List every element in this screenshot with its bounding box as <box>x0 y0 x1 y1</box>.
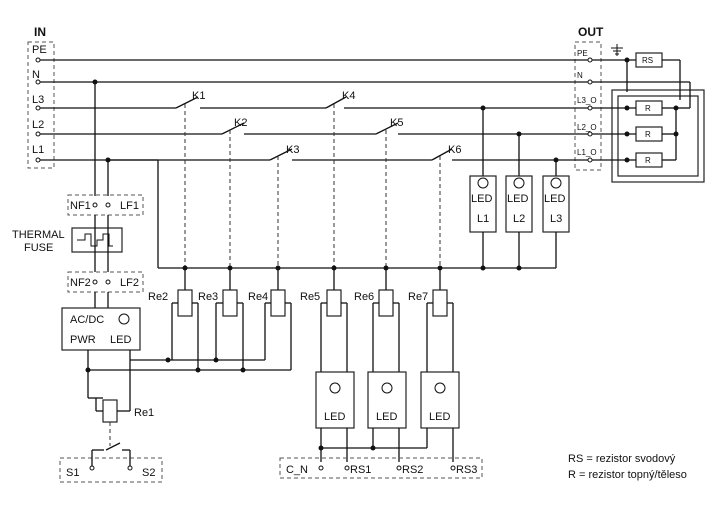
psu-led-icon <box>118 313 130 325</box>
switch-terminal-block <box>59 457 163 483</box>
filter-top-block <box>67 194 144 216</box>
relay-re4-label: Re4 <box>248 291 268 303</box>
lower-led-3-label: LED <box>429 411 450 423</box>
contact-k5-label: K5 <box>390 117 403 129</box>
lower-leds: LED LED LED <box>315 371 460 462</box>
in-terminal-block <box>27 41 55 169</box>
out-terminal-n: N <box>577 71 583 80</box>
lower-led-1-label: LED <box>324 411 345 423</box>
contact-k2-label: K2 <box>234 117 247 129</box>
terminal-rs1: RS1 <box>350 464 371 476</box>
terminal-rs2: RS2 <box>402 464 423 476</box>
filter-bottom-block <box>67 271 144 293</box>
phase-led-2-label: LED <box>507 193 528 205</box>
relay-coils: Re2 Re3 Re4 Re5 Re6 Re7 <box>148 289 448 317</box>
bottom-terminal-labels: C_N RS1 RS2 RS3 <box>286 464 477 476</box>
rs-label: RS <box>642 56 653 65</box>
heater-block: RS R R R <box>590 44 705 183</box>
filter-lf2: LF2 <box>120 277 139 289</box>
in-terminal-n: N <box>32 69 40 81</box>
psu-led-label: LED <box>110 334 131 346</box>
r2-label: R <box>645 130 651 139</box>
relay-re1-label: Re1 <box>134 407 154 419</box>
legend-rs: RS = rezistor svodový <box>568 453 676 465</box>
contact-k1-label: K1 <box>192 90 205 102</box>
contacts: K1 K2 K3 K4 K5 K6 <box>175 90 461 290</box>
out-terminal-l3: L3_O <box>577 96 597 105</box>
bottom-terminal-block <box>279 457 483 479</box>
relay-re6-label: Re6 <box>354 291 374 303</box>
out-terminal-l2: L2_O <box>577 123 597 132</box>
out-terminal-pe: PE <box>577 49 588 58</box>
contact-k3-label: K3 <box>286 144 299 156</box>
r3-label: R <box>645 156 651 165</box>
filter-lf1: LF1 <box>120 200 139 212</box>
in-terminal-l2: L2 <box>32 119 44 131</box>
psu-label: AC/DC <box>70 314 104 326</box>
relay-re1: Re1 <box>87 360 154 446</box>
phase-led-3-name: L3 <box>550 213 562 225</box>
legend-r: R = rezistor topný/těleso <box>568 469 687 481</box>
out-terminal-labels: PE N L3_O L2_O L1_O <box>577 49 597 157</box>
relay-re2-label: Re2 <box>148 291 168 303</box>
in-terminal-labels: PE N L3 L2 L1 <box>32 44 47 156</box>
terminal-c-n: C_N <box>286 464 308 476</box>
neutral-drop <box>92 79 159 268</box>
switch-s2-label: S2 <box>142 467 155 479</box>
in-header: IN <box>34 25 46 39</box>
contact-k6-label: K6 <box>448 144 461 156</box>
in-terminal-l3: L3 <box>32 94 44 106</box>
contact-k4-label: K4 <box>342 90 355 102</box>
thermal-fuse-label-2: FUSE <box>24 242 53 254</box>
in-terminal-pe: PE <box>32 44 47 56</box>
lower-led-2-label: LED <box>376 411 397 423</box>
filter-nf2: NF2 <box>70 277 91 289</box>
phase-led-1-name: L1 <box>477 213 489 225</box>
psu-pwr-label: PWR <box>70 334 96 346</box>
phase-leds: LED LED LED L1 L2 L3 <box>158 105 570 271</box>
phase-led-3-label: LED <box>544 193 565 205</box>
r1-label: R <box>645 104 651 113</box>
bus-wires <box>38 59 590 161</box>
coil-wiring <box>85 265 454 373</box>
relay-re7-label: Re7 <box>408 291 428 303</box>
thermal-fuse-label-1: THERMAL <box>12 229 65 241</box>
filter-nf1: NF1 <box>70 200 91 212</box>
thermal-fuse-symbol <box>77 233 113 247</box>
phase-led-2-name: L2 <box>513 213 525 225</box>
terminal-points <box>35 57 593 163</box>
switch-s1-label: S1 <box>66 467 79 479</box>
switch-contact: S1 S2 <box>66 442 155 479</box>
terminal-rs3: RS3 <box>456 464 477 476</box>
phase-led-1-label: LED <box>471 193 492 205</box>
relay-re3-label: Re3 <box>198 291 218 303</box>
in-terminal-l1: L1 <box>32 144 44 156</box>
out-header: OUT <box>578 25 604 39</box>
relay-re5-label: Re5 <box>300 291 320 303</box>
out-terminal-l1: L1_O <box>577 148 597 157</box>
